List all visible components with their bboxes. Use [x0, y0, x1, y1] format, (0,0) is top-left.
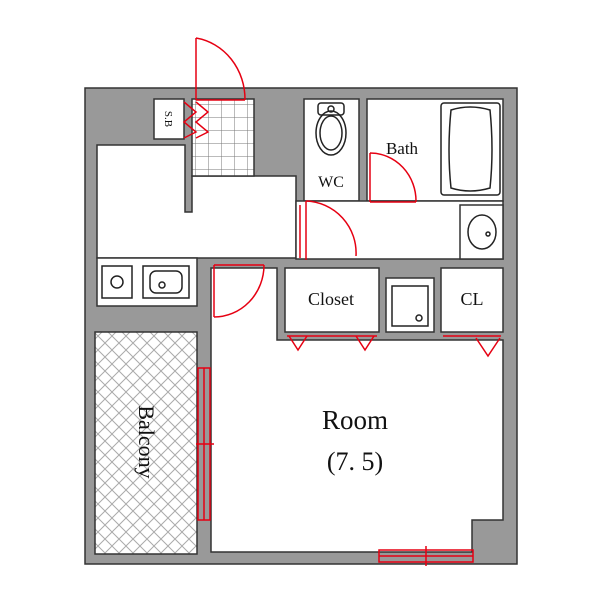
- wc-label: WC: [318, 174, 344, 191]
- labels: S.B WC Bath Closet CL Room (7. 5) Balcon…: [134, 111, 484, 479]
- room-label: Room: [322, 405, 388, 435]
- cl-label: CL: [460, 289, 483, 309]
- balcony-label: Balcony: [134, 405, 159, 478]
- sb-label: S.B: [162, 111, 174, 127]
- bath-door-icon: [369, 152, 417, 203]
- south-window-icon: [378, 546, 474, 566]
- room-door-icon: [213, 264, 265, 318]
- toilet-icon: [315, 102, 347, 156]
- washer-pan-icon: [391, 285, 429, 327]
- closet-door-icon: [288, 335, 375, 352]
- room-size-label: (7. 5): [327, 447, 383, 476]
- walls: [84, 87, 518, 565]
- stove-icon: [101, 265, 133, 299]
- shoebox-door-icon: [182, 101, 198, 139]
- sink-icon: [467, 214, 497, 250]
- wc-door-icon: [299, 200, 357, 260]
- doors-windows: [182, 37, 501, 566]
- bath-label: Bath: [386, 139, 419, 158]
- closet-label: Closet: [308, 289, 354, 309]
- balcony-window-icon: [196, 367, 214, 521]
- kitchen-sink-icon: [142, 265, 190, 299]
- fixtures: [101, 102, 501, 327]
- entry-door-icon: [195, 37, 246, 101]
- cl-door-icon: [475, 337, 501, 358]
- bathtub-icon: [440, 102, 501, 196]
